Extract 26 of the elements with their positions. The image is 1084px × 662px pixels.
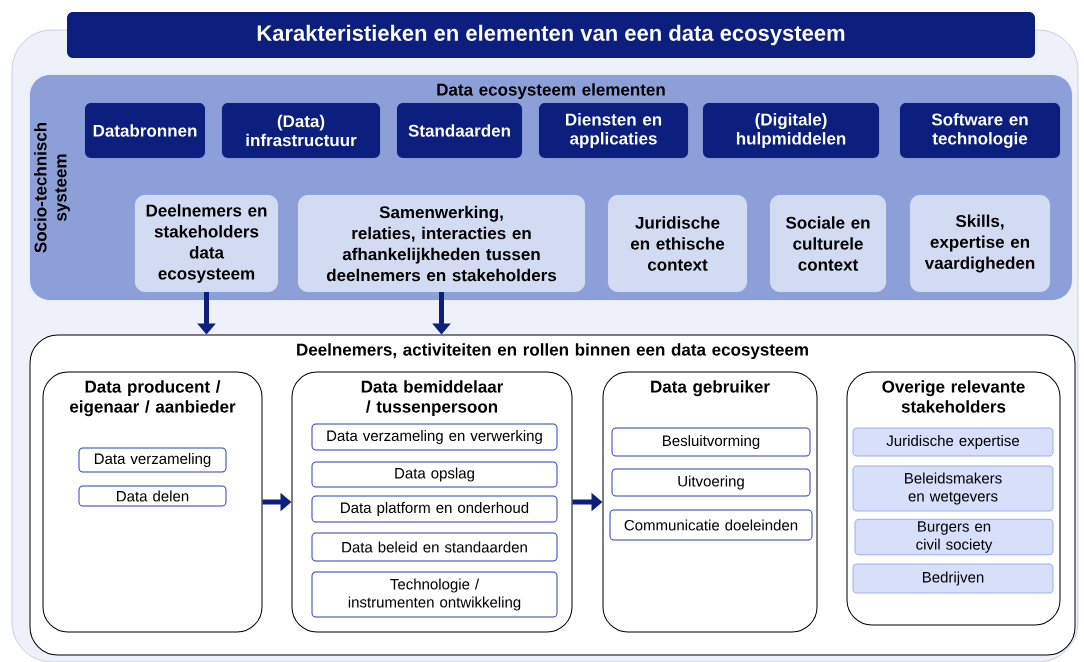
context-box: Sociale en culturele context xyxy=(769,194,887,293)
activity-box: Data verzameling xyxy=(78,447,227,473)
activity-box: Uitvoering xyxy=(611,468,811,497)
title-bar: Karakteristieken en elementen van een data ecosysteem xyxy=(67,12,1035,58)
activity-box: Data opslag xyxy=(311,461,558,488)
element-box: (Digitale) hulpmiddelen xyxy=(702,102,880,159)
stakeholder-box: Burgers en civil society xyxy=(854,518,1054,556)
context-box: Samenwerking, relaties, interacties en afhankelijkheden tussen deelnemers en stakeholders xyxy=(297,194,586,293)
activity-box: Data platform en onderhoud xyxy=(311,495,558,523)
stakeholder-box: Juridische expertise xyxy=(852,427,1054,457)
stakeholder-box: Beleidsmakers en wetgevers xyxy=(852,465,1054,512)
activity-box: Technologie / instrumenten ontwikkeling xyxy=(311,571,558,618)
context-box: Deelnemers en stakeholders data ecosysteem xyxy=(134,194,279,293)
activity-box: Data beleid en standaarden xyxy=(311,532,558,562)
element-box: Software en technologie xyxy=(899,102,1061,159)
activity-box: Data delen xyxy=(78,485,227,507)
element-box: Diensten en applicaties xyxy=(538,102,689,159)
stakeholder-box: Bedrijven xyxy=(852,563,1054,594)
activity-box: Data verzameling en verwerking xyxy=(311,423,558,451)
element-box: (Data) infrastructuur xyxy=(221,102,381,159)
context-box: Juridische en ethische context xyxy=(607,194,748,293)
element-box: Databronnen xyxy=(84,102,206,159)
activity-box: Communicatie doeleinden xyxy=(609,509,813,541)
activity-box: Besluitvorming xyxy=(611,427,811,457)
element-box: Standaarden xyxy=(396,102,523,159)
context-box: Skills, expertise en vaardigheden xyxy=(909,194,1051,293)
